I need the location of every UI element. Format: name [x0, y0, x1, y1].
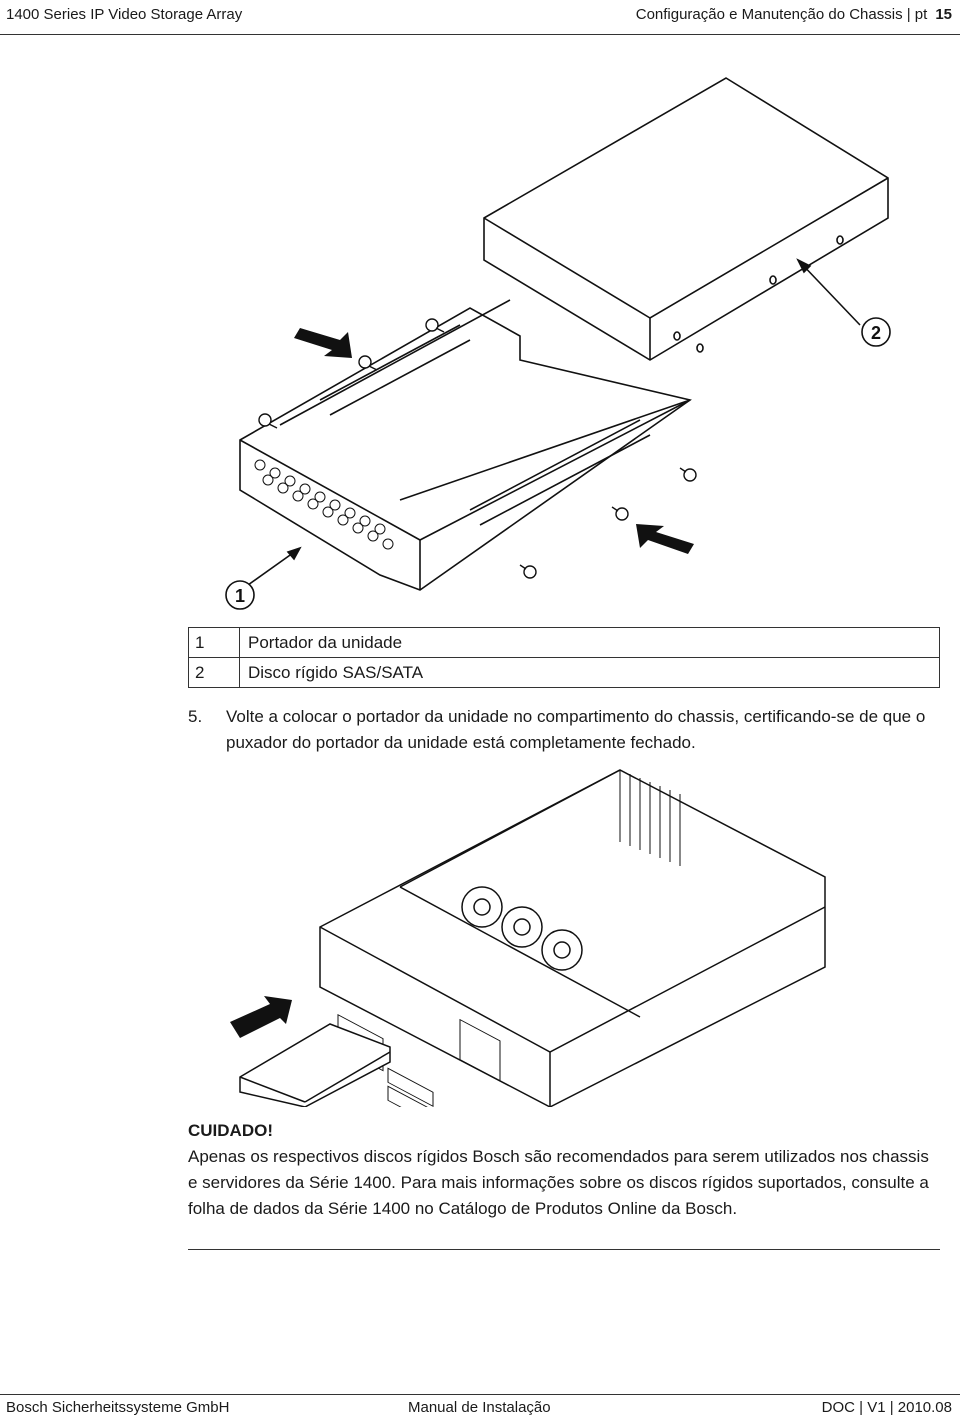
- legend-row: 2 Disco rígido SAS/SATA: [188, 657, 940, 688]
- header-doc-title: 1400 Series IP Video Storage Array: [6, 6, 243, 23]
- step-text: Volte a colocar o portador da unidade no…: [226, 707, 926, 752]
- footer-version: DOC | V1 | 2010.08: [821, 1399, 952, 1416]
- callout-2-circle: [861, 317, 891, 347]
- page-header: 1400 Series IP Video Storage Array Confi…: [0, 0, 960, 34]
- insert-arrow-left-icon: [294, 328, 352, 358]
- legend-number: 1: [188, 627, 240, 658]
- caution-rule: [188, 1249, 940, 1250]
- page-footer: Bosch Sicherheitssysteme GmbH Manual de …: [0, 1394, 960, 1419]
- insert-arrow-icon: [230, 996, 292, 1038]
- caution-text: Apenas os respectivos discos rígidos Bos…: [188, 1147, 929, 1218]
- loose-drive-carrier-drawing: [239, 1023, 391, 1107]
- header-section: Configuração e Manutenção do Chassis | p…: [636, 6, 952, 23]
- page-number: 15: [935, 6, 952, 23]
- legend-row: 1 Portador da unidade: [188, 627, 940, 658]
- caution-title: CUIDADO!: [188, 1121, 273, 1140]
- drive-carrier-drawing: [239, 299, 692, 591]
- header-section-title: Configuração e Manutenção do Chassis | p…: [635, 6, 928, 23]
- header-rule: [0, 34, 960, 35]
- callout-2-leader: [797, 259, 861, 326]
- chassis-insertion-figure: [230, 769, 826, 1107]
- callout-1-circle: [225, 580, 255, 610]
- callout-2-label: 2: [871, 323, 881, 343]
- drive-carrier-exploded-figure: 2 1: [225, 77, 891, 610]
- legend-number: 2: [188, 657, 240, 688]
- insert-arrow-right-icon: [636, 524, 694, 554]
- hard-disk-drawing: [483, 77, 889, 361]
- callout-1-label: 1: [235, 586, 245, 606]
- figure-legend-table: 1 Portador da unidade 2 Disco rígido SAS…: [188, 627, 940, 688]
- legend-label: Portador da unidade: [239, 627, 940, 658]
- chassis-drawing: [319, 769, 826, 1107]
- step-number: 5.: [188, 707, 203, 726]
- caution-note: CUIDADO! Apenas os respectivos discos rí…: [188, 1118, 940, 1222]
- procedure-step: 5. Volte a colocar o portador da unidade…: [188, 704, 948, 756]
- legend-label: Disco rígido SAS/SATA: [239, 657, 940, 688]
- screw-icons: [258, 318, 697, 579]
- footer-manual: Manual de Instalação: [408, 1399, 551, 1416]
- footer-company: Bosch Sicherheitssysteme GmbH: [6, 1399, 230, 1416]
